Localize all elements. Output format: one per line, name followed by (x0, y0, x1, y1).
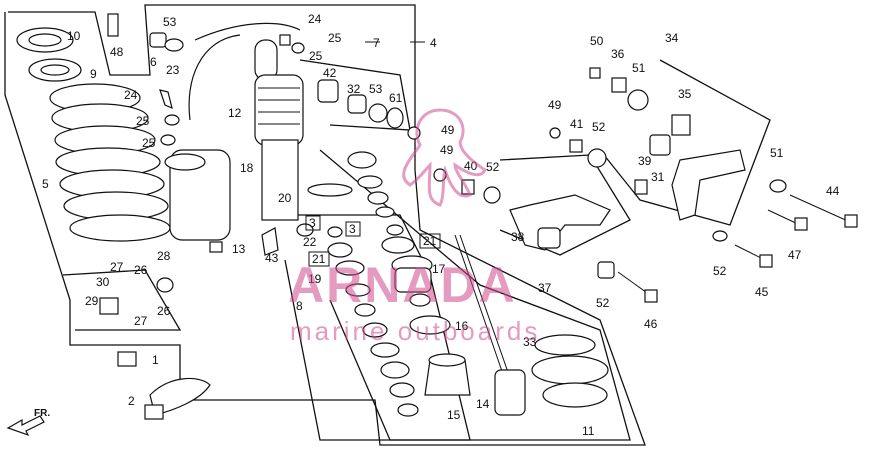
label-10: 10 (67, 29, 81, 43)
label-26b: 26 (157, 304, 171, 318)
label-45: 45 (755, 285, 769, 299)
label-9: 9 (90, 67, 97, 81)
damper-stack (296, 151, 526, 417)
label-34: 34 (665, 31, 679, 45)
label-51b: 51 (770, 146, 784, 160)
label-53a: 53 (163, 15, 177, 29)
label-2: 2 (128, 394, 135, 408)
label-3a: 3 (309, 216, 316, 230)
watermark-subtitle: marine outboards (290, 316, 540, 346)
label-33: 33 (523, 335, 537, 349)
label-21a: 21 (312, 252, 326, 266)
label-24b: 24 (124, 88, 138, 102)
label-29: 29 (85, 294, 99, 308)
label-52c: 52 (596, 296, 610, 310)
label-21b: 21 (423, 234, 437, 248)
label-24a: 24 (308, 12, 322, 26)
label-51a: 51 (632, 61, 646, 75)
label-6: 6 (150, 55, 157, 69)
label-14: 14 (476, 397, 490, 411)
label-8: 8 (296, 299, 303, 313)
label-22: 22 (303, 235, 317, 249)
label-36: 36 (611, 47, 625, 61)
label-61: 61 (389, 91, 403, 105)
label-52a: 52 (592, 120, 606, 134)
label-41: 41 (570, 117, 584, 131)
label-7: 7 (373, 36, 380, 50)
label-35: 35 (678, 87, 692, 101)
shock-body (164, 22, 353, 256)
label-28: 28 (157, 249, 171, 263)
label-30: 30 (96, 275, 110, 289)
bottom-bumper (531, 334, 609, 408)
octopus-logo (402, 108, 487, 207)
label-1: 1 (152, 353, 159, 367)
label-25a: 25 (328, 31, 342, 45)
label-3b: 3 (349, 222, 356, 236)
label-25c: 25 (136, 114, 150, 128)
front-direction-arrow: FR. (6, 408, 50, 437)
label-44: 44 (826, 184, 840, 198)
front-direction-label: FR. (34, 408, 50, 419)
label-27a: 27 (110, 260, 124, 274)
label-37: 37 (538, 281, 552, 295)
label-13: 13 (232, 242, 246, 256)
label-48: 48 (110, 45, 124, 59)
label-16: 16 (455, 319, 469, 333)
label-52b: 52 (486, 160, 500, 174)
label-49a: 49 (441, 123, 455, 137)
label-38: 38 (511, 230, 525, 244)
label-50: 50 (590, 34, 604, 48)
label-39: 39 (638, 154, 652, 168)
bracket-parts (99, 277, 211, 420)
label-19: 19 (308, 272, 322, 286)
part-labels: 1 2 3 3 4 5 6 7 8 9 10 11 12 13 14 15 16… (42, 12, 840, 438)
watermark-title: ARNADA (288, 257, 517, 313)
label-49c: 49 (548, 98, 562, 112)
label-15: 15 (447, 408, 461, 422)
label-47: 47 (788, 248, 802, 262)
label-52d: 52 (713, 264, 727, 278)
label-11: 11 (582, 424, 595, 438)
label-25b: 25 (309, 49, 323, 63)
label-32: 32 (347, 82, 361, 96)
label-25d: 25 (142, 136, 156, 150)
spring-assembly (16, 27, 171, 242)
label-18: 18 (240, 161, 254, 175)
label-26a: 26 (134, 263, 148, 277)
label-5: 5 (42, 177, 49, 191)
label-46: 46 (644, 317, 658, 331)
label-17: 17 (432, 262, 446, 276)
label-49b: 49 (440, 143, 454, 157)
label-31: 31 (651, 170, 665, 184)
label-53b: 53 (369, 82, 383, 96)
label-20: 20 (278, 191, 292, 205)
watermark: ARNADA marine outboards (288, 108, 540, 346)
label-23: 23 (166, 63, 180, 77)
label-4: 4 (430, 36, 437, 50)
label-27b: 27 (134, 314, 148, 328)
label-43: 43 (265, 251, 279, 265)
label-12: 12 (228, 106, 242, 120)
label-42: 42 (323, 66, 337, 80)
top-small-parts (107, 13, 404, 146)
